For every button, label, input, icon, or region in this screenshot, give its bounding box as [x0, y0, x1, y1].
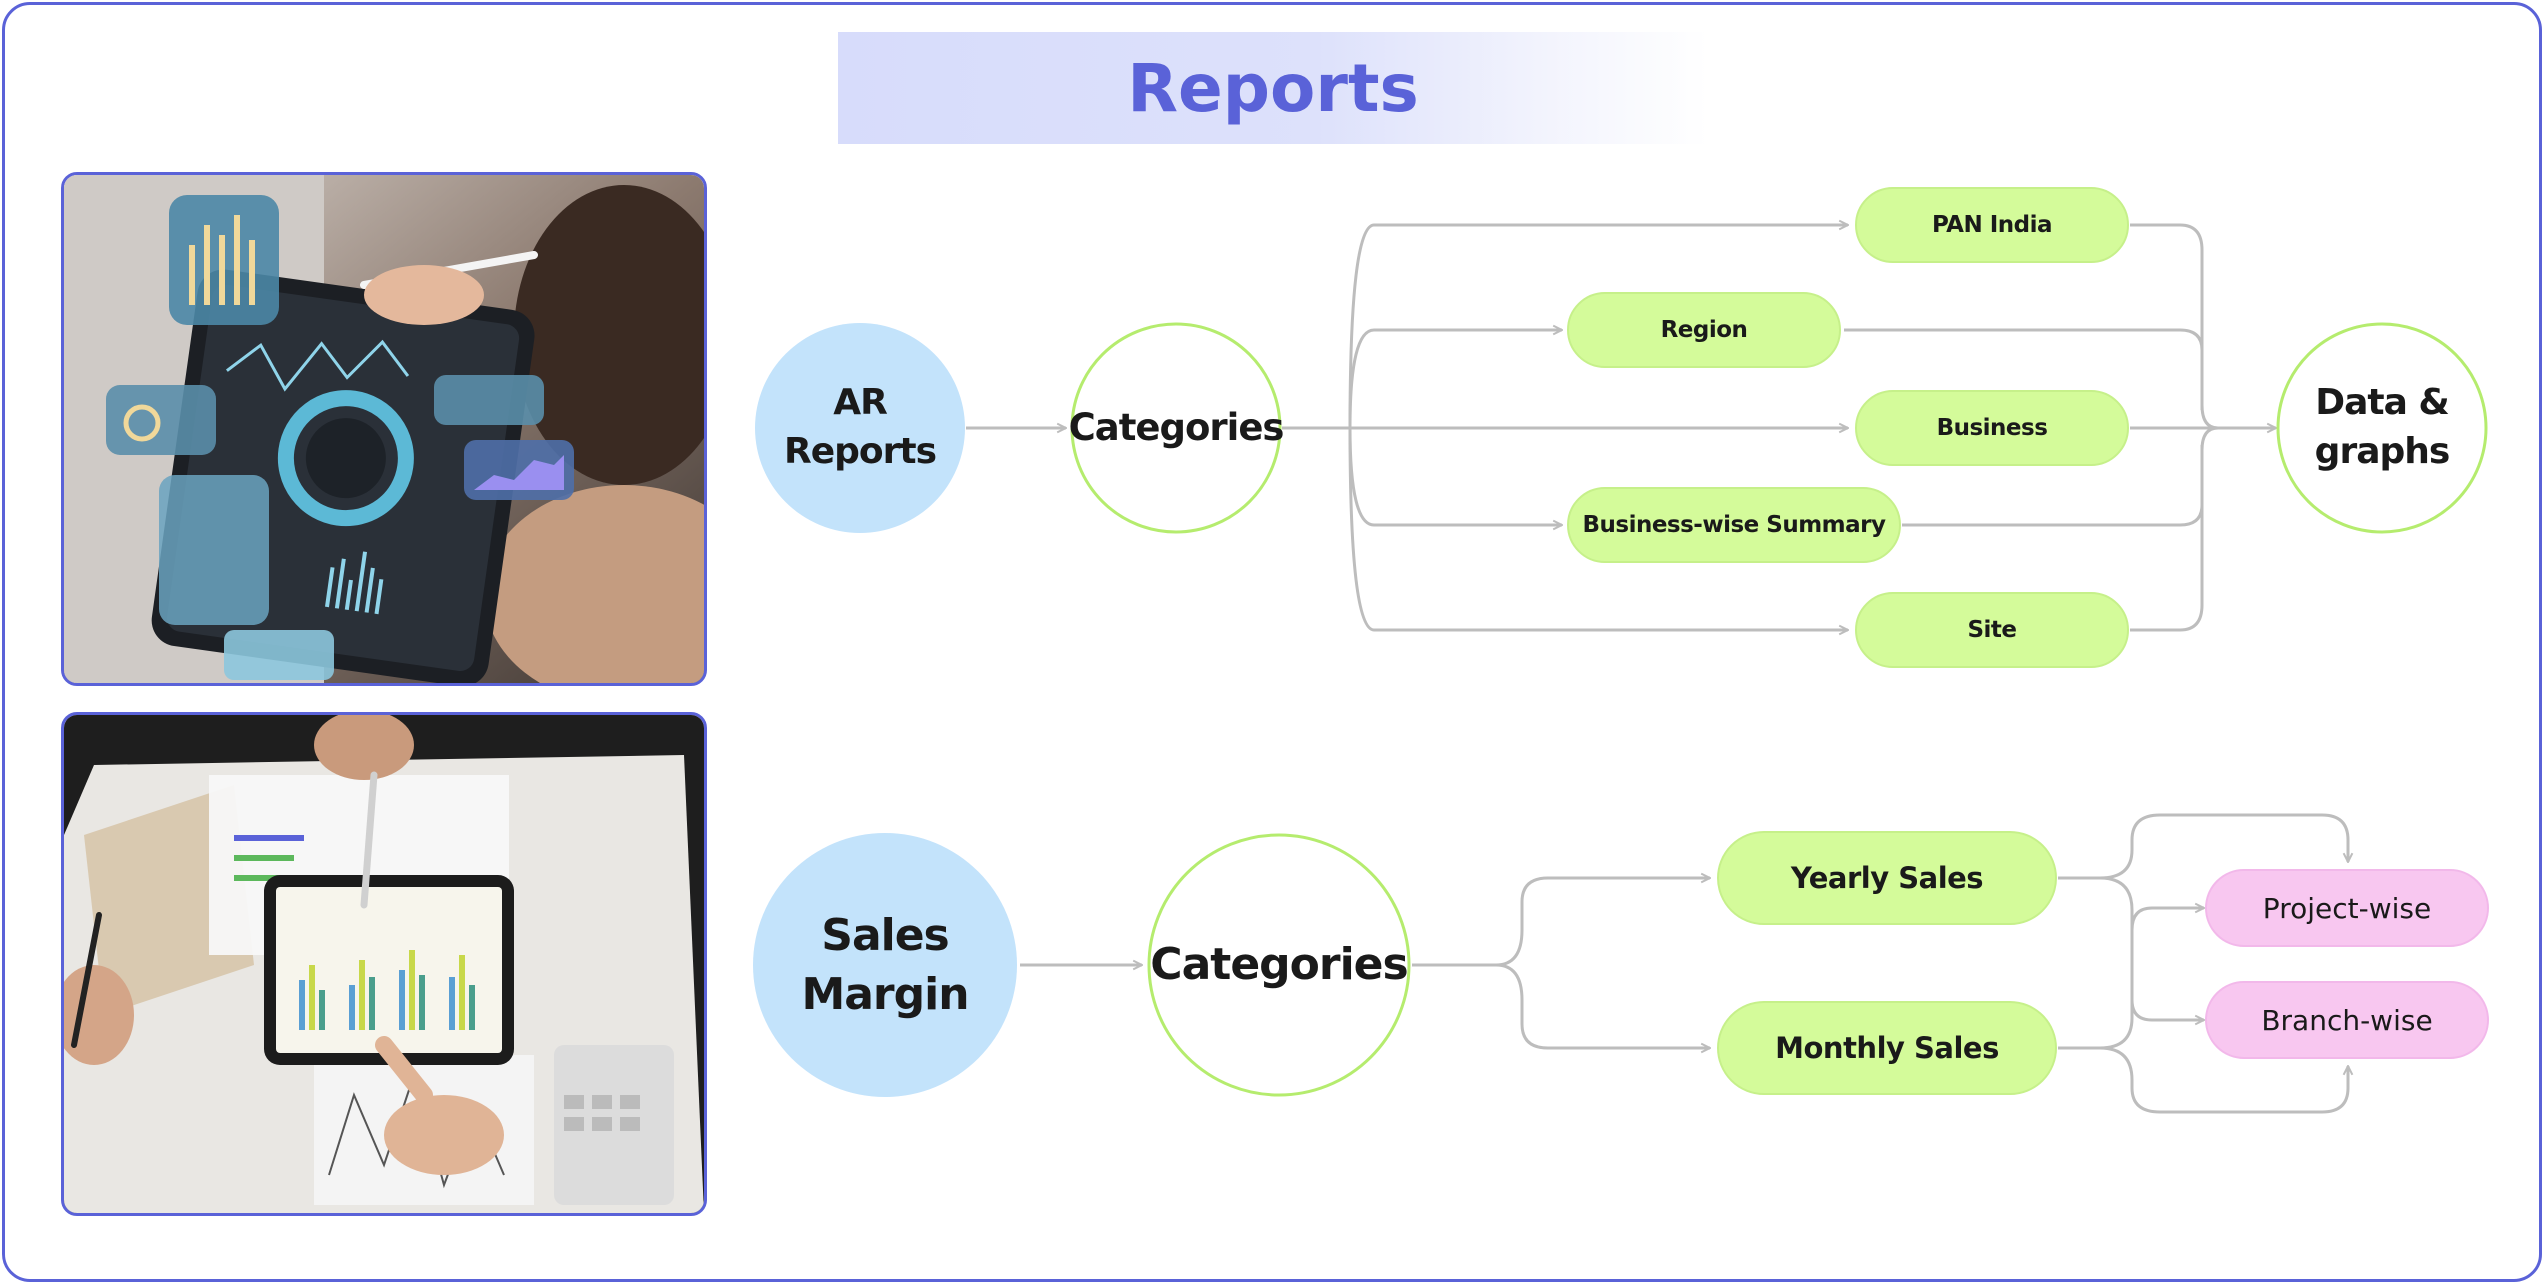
pill-branch-wise-label: Branch-wise — [2261, 1003, 2433, 1037]
pill-yearly-sales — [1717, 831, 2057, 925]
page-title: Reports — [1127, 49, 1419, 127]
pill-pan-india — [1855, 187, 2129, 263]
sales-margin-label: Sales Margin — [760, 840, 1010, 1090]
data-graphs-label-line2: graphs — [2314, 431, 2451, 472]
ar-reports-label: AR Reports — [760, 328, 960, 528]
sales-margin-label-line2: Margin — [801, 969, 969, 1020]
sales-output-connector — [2058, 1046, 2348, 1114]
ar-reports-node — [755, 323, 965, 533]
pill-business-label: Business — [1936, 415, 2048, 441]
ar-branch-connector — [1348, 427, 1562, 525]
pill-pan-india-label: PAN India — [1931, 212, 2053, 238]
title-banner — [838, 32, 1708, 144]
ar-merge-connector — [2130, 426, 2219, 632]
tablet-bar-chart-photo — [61, 712, 707, 1216]
sales-output-connector — [2058, 908, 2204, 1050]
pill-project-wise — [2205, 869, 2489, 947]
data-graphs-node — [2276, 322, 2488, 534]
pill-monthly-sales — [1717, 1001, 2057, 1095]
pill-region — [1567, 292, 1841, 368]
ar-reports-label-line2: Reports — [783, 431, 937, 472]
ar-branch-connector — [1348, 225, 1848, 429]
ar-reports-label-line1: AR — [833, 382, 888, 424]
pill-yearly-sales-label: Yearly Sales — [1790, 861, 1984, 895]
data-graphs-label: Data & graphs — [2282, 328, 2482, 528]
data-graphs-label-line1: Data & — [2315, 382, 2450, 424]
sales-branch-connector — [1495, 963, 1710, 1048]
pill-monthly-sales-label: Monthly Sales — [1775, 1031, 1999, 1065]
sales-margin-label-line1: Sales — [821, 909, 949, 961]
pill-branch-wise — [2205, 981, 2489, 1059]
pill-business-wise-summary-label: Business-wise Summary — [1582, 512, 1886, 538]
tablet-dashboard-photo — [61, 172, 707, 686]
ar-merge-connector — [1902, 445, 2204, 527]
pill-project-wise-label: Project-wise — [2262, 891, 2432, 925]
sales-categories-node — [1147, 833, 1411, 1097]
pill-business-wise-summary — [1567, 487, 1901, 563]
pill-site-label: Site — [1967, 617, 2017, 643]
ar-branch-connector — [1348, 427, 1848, 630]
sales-margin-node — [753, 833, 1017, 1097]
sales-output-connector — [2058, 813, 2348, 880]
pill-site — [1855, 592, 2129, 668]
ar-categories-label: Categories — [1068, 406, 1285, 450]
ar-merge-connector — [2130, 223, 2219, 430]
pill-region-label: Region — [1660, 317, 1748, 343]
ar-branch-connector — [1348, 330, 1562, 429]
sales-categories-label: Categories — [1150, 939, 1408, 991]
ar-merge-connector — [1844, 328, 2204, 410]
sales-branch-connector — [1495, 878, 1710, 967]
ar-categories-node — [1070, 322, 1282, 534]
pill-business — [1855, 390, 2129, 466]
